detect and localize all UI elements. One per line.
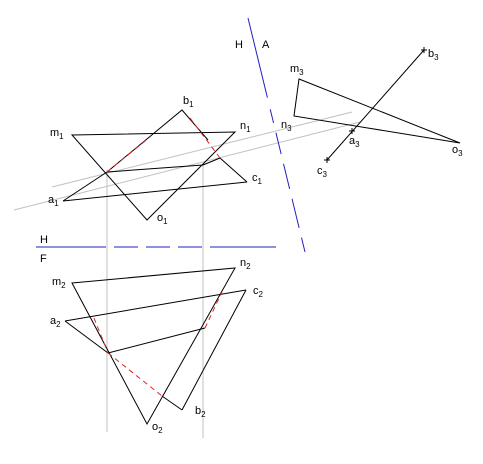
hidden-edge-mo-view-2 xyxy=(93,317,109,354)
view-1-top xyxy=(62,109,248,221)
label-b2: b2 xyxy=(195,405,206,419)
hidden-edge-ab-view-1 xyxy=(106,136,151,173)
label-m2: m2 xyxy=(52,276,66,290)
view-3-auxiliary xyxy=(293,47,461,163)
fold-ha-bottom-label: A xyxy=(262,39,270,51)
label-a2: a2 xyxy=(50,315,61,329)
plane-mno-view-3 xyxy=(293,78,461,144)
intersection-line-view-2 xyxy=(107,327,206,354)
edge-ab-view-1-lower xyxy=(62,171,108,202)
label-b3: b3 xyxy=(428,48,439,62)
edge-ac-view-1 xyxy=(62,181,248,202)
label-o2: o2 xyxy=(152,421,163,435)
plane-mno-view-2 xyxy=(71,267,236,426)
label-n1: n1 xyxy=(240,120,251,134)
hidden-edge-no-view-2 xyxy=(204,291,223,329)
fold-ha-top-label: H xyxy=(235,39,243,51)
label-a3: a3 xyxy=(349,135,360,149)
view-2-front xyxy=(64,267,247,426)
label-a1: a1 xyxy=(48,194,59,208)
fold-hf-bottom-label: F xyxy=(40,253,47,265)
edge-bc-view-1-lower xyxy=(219,157,248,183)
fold-lines xyxy=(36,17,306,253)
fold-hf-top-label: H xyxy=(40,234,48,246)
label-c3: c3 xyxy=(317,165,328,179)
intersection-line-view-1 xyxy=(106,164,204,173)
label-n2: n2 xyxy=(240,257,251,271)
hidden-lines-view-2 xyxy=(93,291,223,397)
label-o1: o1 xyxy=(157,212,168,226)
fold-line-ha xyxy=(247,17,306,253)
label-m1: m1 xyxy=(50,127,64,141)
edge-ac-view-2 xyxy=(64,289,247,322)
label-n3: n3 xyxy=(281,119,292,133)
label-c2: c2 xyxy=(253,285,264,299)
edge-ab-view-2-upper xyxy=(64,320,109,354)
label-c1: c1 xyxy=(252,172,263,186)
hidden-lines-view-1 xyxy=(106,117,221,173)
transfer-line-upper xyxy=(51,111,353,188)
plane-abc-view-1-visible xyxy=(106,109,209,173)
edge-plane-abc-view-3 xyxy=(326,49,425,161)
edge-ab-view-2-lower xyxy=(161,395,183,411)
label-m3: m3 xyxy=(290,63,304,77)
hidden-edge-ab-view-2 xyxy=(107,352,163,397)
edge-cb-view-2 xyxy=(181,289,247,411)
label-b1: b1 xyxy=(183,95,194,109)
projection-lines xyxy=(13,111,361,438)
label-o3: o3 xyxy=(452,144,463,158)
edge-oc-view-1-part xyxy=(202,157,221,166)
